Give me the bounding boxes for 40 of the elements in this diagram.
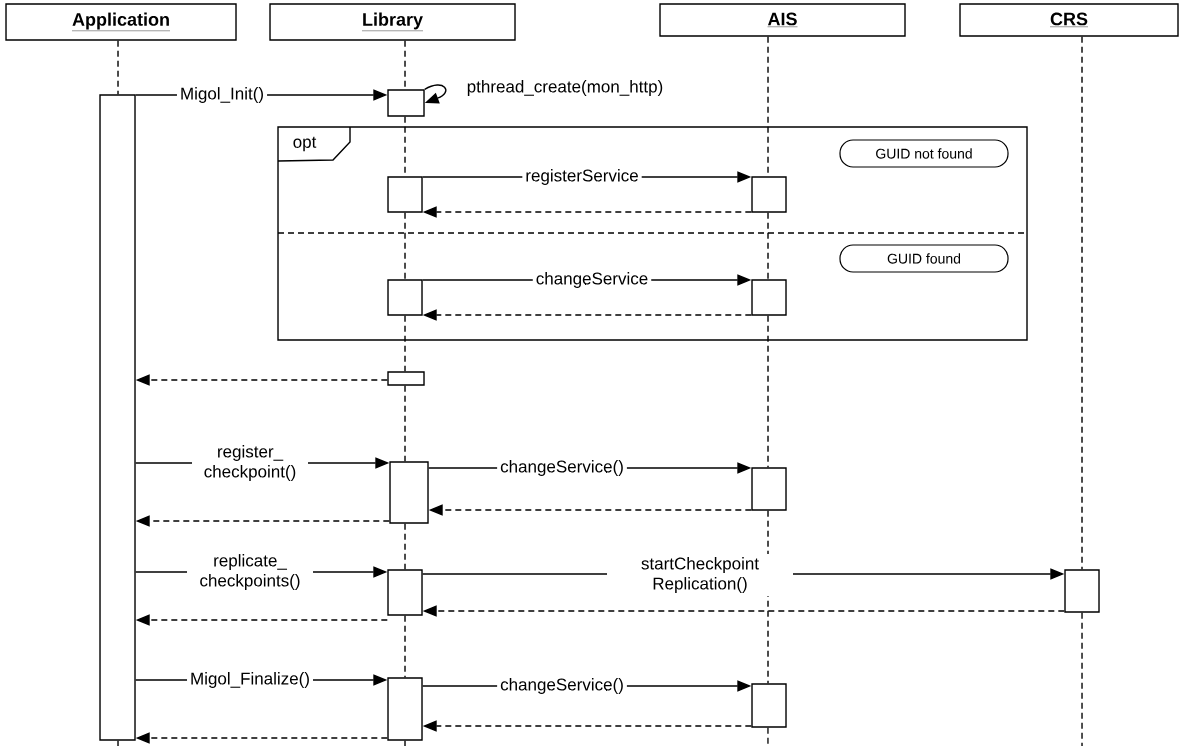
lifeline	[404, 385, 406, 462]
activation-bar	[751, 176, 787, 213]
self-message-arrow	[424, 84, 447, 104]
message-label: changeService	[532, 269, 652, 291]
lifeline-header: Application	[5, 3, 237, 41]
lifeline-header: AIS	[659, 3, 906, 37]
message-label: startCheckpoint Replication()	[607, 554, 793, 596]
activation-bar	[387, 89, 425, 117]
lifeline	[404, 212, 406, 280]
lifeline	[1081, 36, 1083, 570]
activation-bar	[387, 176, 423, 213]
lifeline	[404, 615, 406, 678]
lifeline	[117, 40, 119, 95]
activation-bar	[387, 279, 423, 316]
activation-bar	[387, 371, 425, 386]
message-label: replicate_ checkpoints()	[187, 551, 313, 593]
lifeline	[767, 315, 769, 468]
lifeline	[404, 315, 406, 372]
activation-bar	[751, 683, 787, 728]
activation-bar	[1064, 569, 1100, 613]
lifeline	[404, 40, 406, 90]
activation-bar	[99, 94, 136, 741]
activation-bar	[751, 279, 787, 316]
activation-bar	[751, 467, 787, 511]
guard-condition: GUID not found	[839, 139, 1009, 168]
activation-bar	[387, 569, 423, 616]
lifeline	[404, 523, 406, 570]
lifeline	[767, 212, 769, 280]
message-label: register_ checkpoint()	[192, 442, 308, 484]
guard-condition: GUID found	[839, 244, 1009, 273]
message-label: changeService()	[497, 457, 627, 479]
lifeline-header: Library	[269, 3, 516, 41]
message-label: changeService()	[497, 675, 627, 697]
activation-bar	[389, 461, 429, 524]
message-label: Migol_Finalize()	[187, 669, 313, 691]
lifeline-header: CRS	[959, 3, 1179, 37]
message-label: registerService	[522, 166, 642, 188]
message-label: pthread_create(mon_http)	[463, 77, 667, 99]
message-label: Migol_Init()	[176, 84, 268, 106]
activation-bar	[387, 677, 423, 741]
